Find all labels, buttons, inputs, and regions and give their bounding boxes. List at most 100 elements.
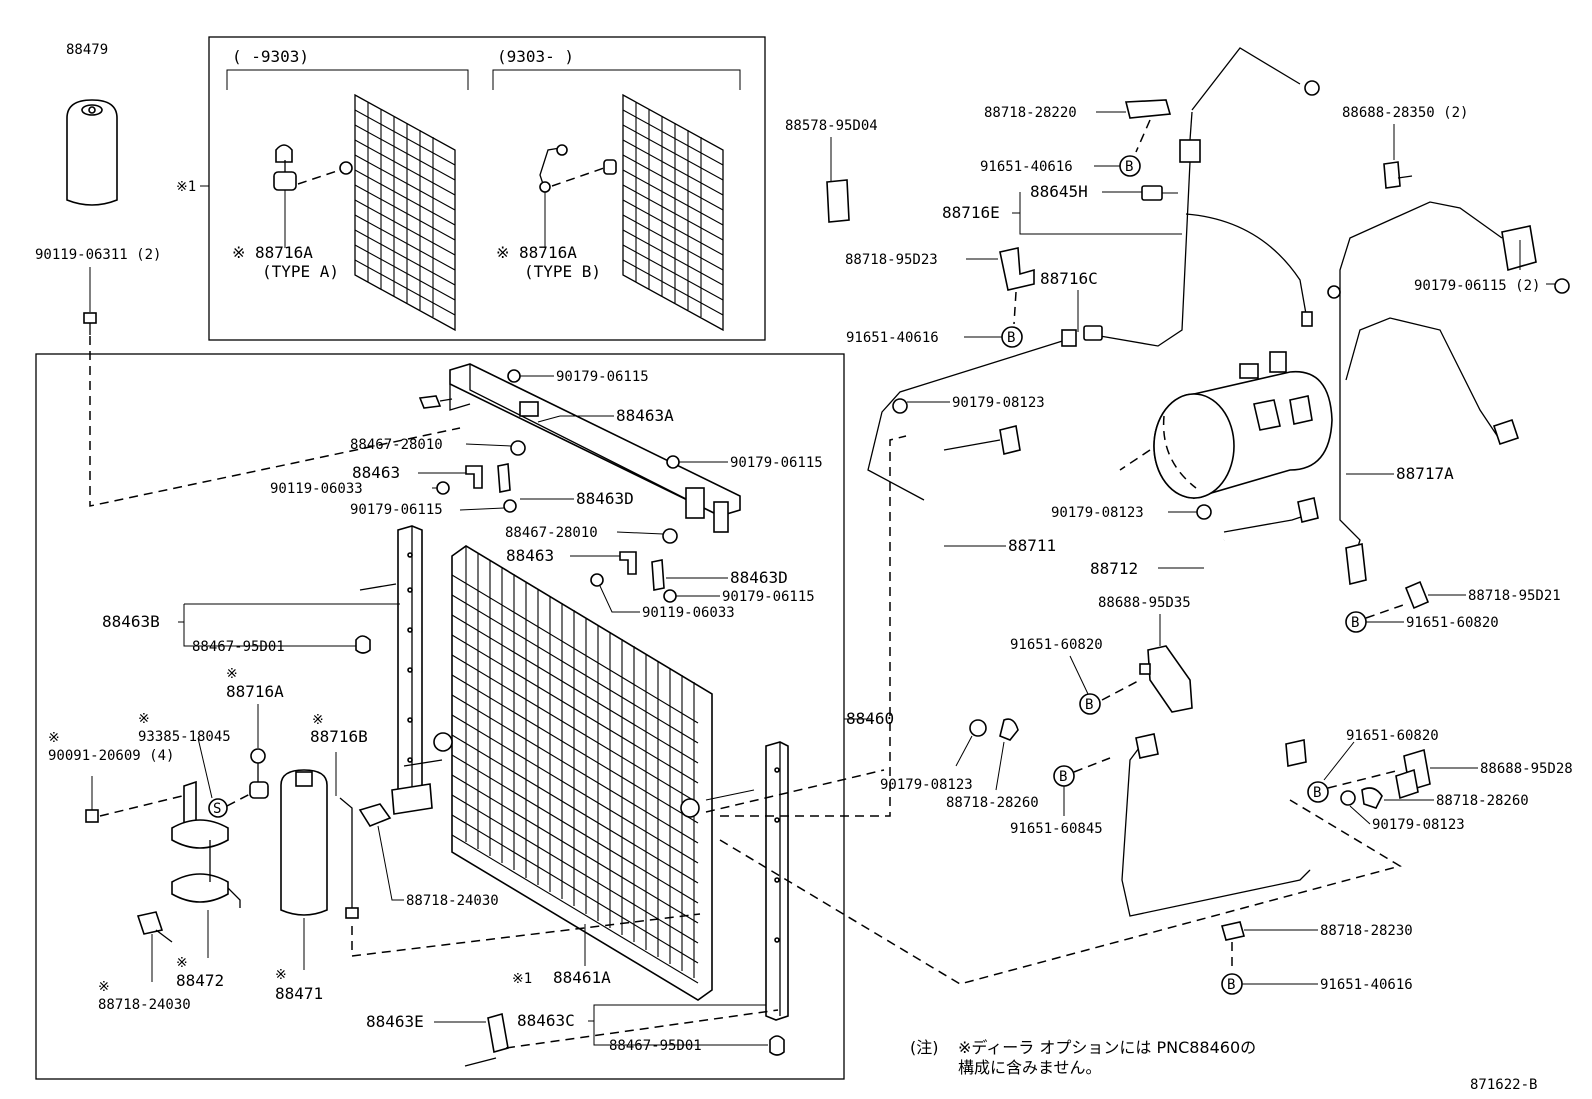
clip-b-text-d: B	[1059, 769, 1067, 785]
label-88472: 88472	[176, 971, 224, 990]
clamp-88718-28220	[1124, 99, 1172, 119]
label-90179-08123-c: 90179-08123	[880, 777, 973, 793]
pipe-88716E	[1083, 47, 1320, 347]
type-a-part: ※ 88716A	[232, 243, 313, 262]
label-90179-08123-d: 90179-08123	[1372, 817, 1465, 833]
clamp-88688-28350	[1383, 161, 1401, 189]
label-88461A: 88461A	[553, 968, 611, 987]
receiver-88479	[66, 99, 118, 206]
clamp-88718-95D23	[999, 247, 1035, 291]
label-88463E: 88463E	[366, 1012, 424, 1031]
label-88688-28350: 88688-28350 (2)	[1342, 105, 1468, 121]
label-88645H: 88645H	[1030, 182, 1088, 201]
label-88718-95D23: 88718-95D23	[845, 252, 938, 268]
svg-text:S: S	[213, 801, 221, 817]
hose-88711	[937, 425, 1312, 917]
range-left: ( -9303)	[232, 47, 309, 66]
label-88463D-a: 88463D	[576, 489, 634, 508]
clip-b-text-g: B	[1227, 977, 1235, 993]
label-88716C: 88716C	[1040, 269, 1098, 288]
nut-90179-08123-b	[1196, 504, 1212, 520]
bolt-90091-20609	[85, 776, 183, 823]
label-88471: 88471	[275, 984, 323, 1003]
label-88463B: 88463B	[102, 612, 160, 631]
label-93385-star: ※	[138, 711, 150, 727]
seal-93385-18045: S	[208, 793, 251, 818]
label-91651-60820-c: 91651-60820	[1346, 728, 1439, 744]
cushion-88467-95D01-b	[769, 1035, 785, 1056]
label-90179-06115-a: 90179-06115	[556, 369, 649, 385]
label-88463C: 88463C	[517, 1011, 575, 1030]
label-88463A: 88463A	[616, 406, 674, 425]
upper-bracket-88463A	[418, 363, 741, 533]
clip-b-91651-60820-c	[1307, 781, 1329, 803]
bracket-88463D-a	[497, 463, 511, 493]
label-88471-star: ※	[275, 967, 287, 983]
label-91651-60845: 91651-60845	[1010, 821, 1103, 837]
bracket-88463-a	[465, 465, 483, 489]
inset-fitting-type-a	[273, 144, 353, 248]
label-88718-28260-b: 88718-28260	[1436, 793, 1529, 809]
label-88479: 88479	[66, 42, 108, 58]
clip-b-text-b: B	[1007, 330, 1015, 346]
type-a-label: (TYPE A)	[262, 262, 339, 281]
label-88716B: 88716B	[310, 727, 368, 746]
label-88712: 88712	[1090, 559, 1138, 578]
figure-id: 871622-B	[1470, 1077, 1537, 1093]
pipe-88716B	[339, 797, 359, 919]
inset-frame	[208, 36, 766, 341]
label-88461A-ref: ※1	[512, 971, 532, 987]
nut-90179-06115-b	[666, 455, 680, 469]
label-91651-60820-b: 91651-60820	[1406, 615, 1499, 631]
label-88688-95D35: 88688-95D35	[1098, 595, 1191, 611]
label-90119-06033-a: 90119-06033	[270, 481, 363, 497]
inset-ref-marker: ※1	[176, 179, 196, 195]
inset-fitting-type-b	[539, 144, 617, 248]
dryer-88471	[280, 769, 328, 916]
label-93385-18045: 93385-18045	[138, 729, 231, 745]
label-88578-95D04: 88578-95D04	[785, 118, 878, 134]
label-88718-24030-b-star: ※	[98, 979, 110, 995]
label-90179-06115-b: 90179-06115	[730, 455, 823, 471]
clamp-88718-28230	[1220, 921, 1246, 941]
condenser-88461A	[433, 545, 755, 1001]
condenser-assembly-frame	[35, 353, 845, 1080]
label-90091-star: ※	[48, 730, 60, 746]
note-prefix: (注)	[910, 1038, 939, 1057]
label-88716A-star: ※	[226, 666, 238, 682]
pipe-88716C	[867, 329, 1077, 501]
clamp-88718-28260-b	[1361, 787, 1383, 809]
label-90179-08123-b: 90179-08123	[1051, 505, 1144, 521]
hose-88712	[1195, 497, 1319, 767]
label-91651-40616-a: 91651-40616	[980, 159, 1073, 175]
nut-90179-06115-d	[663, 589, 677, 603]
label-88718-28220: 88718-28220	[984, 105, 1077, 121]
label-88467-95D01-b: 88467-95D01	[609, 1038, 702, 1054]
label-90179-06115-c: 90179-06115	[350, 502, 443, 518]
type-b-label: (TYPE B)	[524, 262, 601, 281]
nut-90179-08123-c	[969, 719, 987, 737]
clamp-88718-28260-a	[999, 718, 1019, 741]
cushion-88467-95D01-a	[355, 635, 371, 654]
label-88718-95D21: 88718-95D21	[1468, 588, 1561, 604]
side-bracket-88463C	[765, 741, 789, 1021]
label-88716E: 88716E	[942, 203, 1000, 222]
switch-88645H	[1141, 185, 1178, 201]
label-88467-95D01-a: 88467-95D01	[192, 639, 285, 655]
bracket-88688-95D28	[1395, 748, 1431, 800]
clip-b-91651-60820-a	[1079, 693, 1101, 715]
label-91651-40616-b: 91651-40616	[846, 330, 939, 346]
label-88463-a: 88463	[352, 463, 400, 482]
label-88467-28010-a: 88467-28010	[350, 437, 443, 453]
nut-90179-08123-a	[892, 398, 908, 414]
label-90179-08123-a: 90179-08123	[952, 395, 1045, 411]
clip-b-text-e: B	[1351, 615, 1359, 631]
label-88718-24030-b: 88718-24030	[98, 997, 191, 1013]
label-90119-06033-b: 90119-06033	[642, 605, 735, 621]
label-88463-b: 88463	[506, 546, 554, 565]
note-line-2: 構成に含みません。	[958, 1058, 1102, 1077]
fitting-88716A	[249, 748, 269, 799]
nut-90179-08123-d	[1340, 790, 1356, 806]
range-right: (9303- )	[497, 47, 574, 66]
